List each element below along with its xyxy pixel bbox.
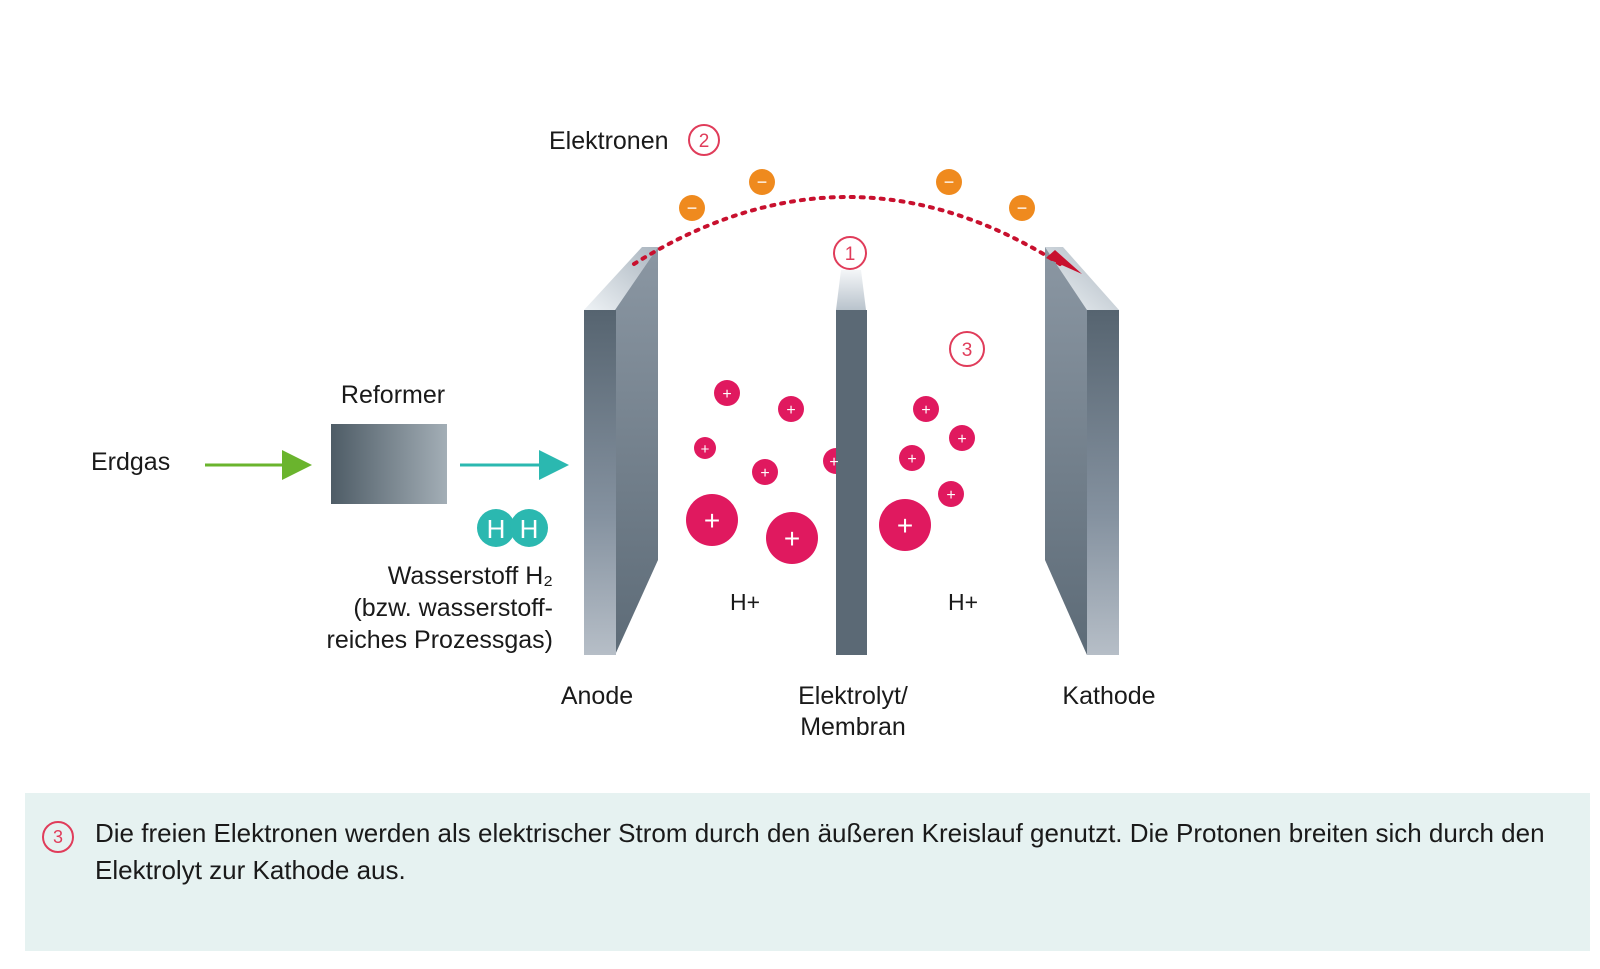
- hydrogen-atom-label: H: [487, 514, 506, 544]
- step-1-badge: [833, 236, 867, 270]
- electron-sign: −: [944, 172, 955, 192]
- proton: [766, 512, 818, 564]
- h-plus-label-right: H+: [948, 589, 978, 615]
- info-text: Die freien Elektronen werden als elektri…: [95, 818, 1545, 885]
- hydrogen-atom: [477, 509, 515, 547]
- info-box: 3 Die freien Elektronen werden als elekt…: [25, 793, 1590, 951]
- electron: [749, 169, 775, 195]
- protons-anode-side: + + + + + +: [686, 380, 849, 564]
- electron-path-arrowhead: [1046, 250, 1082, 274]
- kathode-label: Kathode: [1062, 682, 1155, 710]
- step-2-badge: [688, 124, 720, 156]
- hydrogen-atom-label: H: [520, 514, 539, 544]
- membrane-plate: [836, 270, 867, 655]
- wasserstoff-label: Wasserstoff H₂ (bzw. wasserstoff- reiche…: [327, 562, 553, 654]
- proton-sign: +: [701, 441, 710, 458]
- hydrogen-molecule: H H: [477, 509, 548, 547]
- step-3-badge: [949, 331, 985, 367]
- proton: [899, 445, 925, 471]
- proton-sign: +: [946, 487, 955, 504]
- proton: [752, 459, 778, 485]
- h-plus-label-left: H+: [730, 589, 760, 615]
- electron-sign: −: [1017, 198, 1028, 218]
- proton-sign: +: [722, 386, 731, 403]
- anode-plate: [584, 247, 658, 655]
- proton: [694, 437, 716, 459]
- proton: [949, 425, 975, 451]
- protons-kathode-side: + + + + +: [879, 396, 975, 551]
- electron: [679, 195, 705, 221]
- proton-sign: +: [704, 505, 720, 536]
- proton: [778, 396, 804, 422]
- electron-sign: −: [757, 172, 768, 192]
- proton: [686, 494, 738, 546]
- electron: [936, 169, 962, 195]
- proton-sign: +: [907, 451, 916, 468]
- fuel-cell-diagram: Erdgas Reformer H H Wasserstoff H₂ (bzw.…: [91, 124, 1156, 741]
- reformer-box: [331, 424, 447, 504]
- wasserstoff-label-line: (bzw. wasserstoff-: [353, 594, 553, 622]
- proton: [913, 396, 939, 422]
- proton: [938, 481, 964, 507]
- proton-sign: +: [897, 510, 913, 541]
- proton-sign: +: [784, 523, 800, 554]
- elektrolyt-label: Elektrolyt/: [798, 682, 908, 710]
- erdgas-label: Erdgas: [91, 448, 170, 476]
- electron: [1009, 195, 1035, 221]
- proton-sign: +: [957, 431, 966, 448]
- step-1-number: 1: [845, 244, 856, 265]
- step-2-number: 2: [699, 131, 710, 152]
- proton-sign: +: [921, 402, 930, 419]
- electron-sign: −: [687, 198, 698, 218]
- hydrogen-atom: [510, 509, 548, 547]
- info-step-badge: 3: [42, 821, 74, 853]
- electrons: − − − −: [679, 169, 1035, 221]
- anode-label: Anode: [561, 682, 633, 710]
- wasserstoff-label-line: reiches Prozessgas): [327, 626, 553, 654]
- proton-sign: +: [786, 402, 795, 419]
- proton: [879, 499, 931, 551]
- membran-label: Membran: [800, 713, 906, 741]
- reformer-label: Reformer: [341, 381, 445, 409]
- elektronen-label: Elektronen: [549, 127, 669, 155]
- kathode-plate: [1045, 247, 1119, 655]
- proton-sign: +: [760, 465, 769, 482]
- proton: [714, 380, 740, 406]
- step-3-number: 3: [962, 340, 973, 361]
- membrane-overlap: [836, 440, 867, 480]
- proton-sign: +: [829, 454, 838, 471]
- wasserstoff-label-line: Wasserstoff H₂: [388, 562, 553, 590]
